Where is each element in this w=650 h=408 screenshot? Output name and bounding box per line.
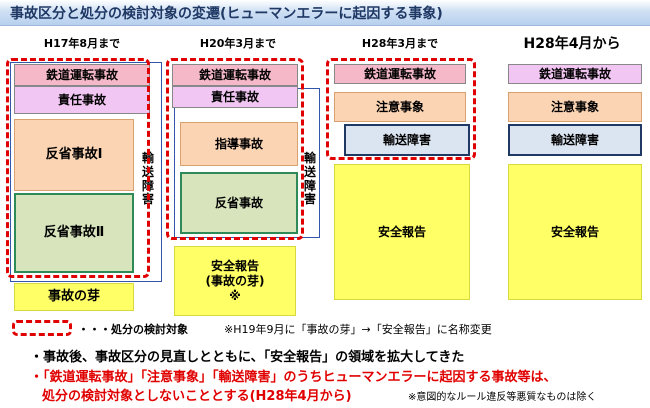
railway-accident-box-col2: 鉄道運転事故 bbox=[172, 64, 298, 86]
safety-report-box-col2: 安全報告 (事故の芽) ※ bbox=[174, 246, 296, 316]
rename-note: ※H19年9月に「事故の芽」→「安全報告」に名称変更 bbox=[224, 323, 492, 336]
vchar: 送 bbox=[303, 164, 316, 179]
legend-dashed-frame bbox=[12, 320, 72, 336]
bullet-no-disposal-line2: 処分の検討対象としないこととする(H28年4月から) bbox=[42, 389, 352, 404]
reflection-accident-2-box-col1: 反省事故Ⅱ bbox=[14, 193, 134, 273]
bullet-expand-safety-report: ・事故後、事故区分の見直しとともに、「安全報告」の領域を拡大してきた bbox=[30, 350, 465, 365]
bullet-no-disposal-line1: ・「鉄道運転事故」「注意事象」「輸送障害」のうちヒューマンエラーに起因する事故等… bbox=[30, 370, 557, 385]
railway-accident-box-col1: 鉄道運転事故 bbox=[14, 64, 150, 86]
responsibility-accident-box-col1: 責任事故 bbox=[14, 86, 150, 114]
vchar: 害 bbox=[303, 192, 316, 207]
safety-report-sublabel: (事故の芽) bbox=[205, 273, 265, 288]
caution-event-box-col3: 注意事象 bbox=[334, 92, 466, 122]
guidance-accident-box-col2: 指導事故 bbox=[180, 122, 298, 166]
safety-report-box-col4: 安全報告 bbox=[508, 164, 642, 300]
railway-accident-box-col3: 鉄道運転事故 bbox=[334, 64, 466, 84]
safety-report-label: 安全報告 bbox=[210, 258, 259, 273]
railway-accident-box-col4: 鉄道運転事故 bbox=[508, 64, 642, 84]
column-header-h20: H20年3月まで bbox=[199, 37, 277, 50]
column-header-h28-apr: H28年4月から bbox=[523, 36, 621, 52]
legend-text: ・・・処分の検討対象 bbox=[78, 323, 188, 336]
transport-trouble-vertical-label-col2: 輸 送 障 害 bbox=[303, 151, 317, 218]
vchar: 輸 bbox=[303, 151, 316, 165]
disposal-target-frame-col3 bbox=[326, 58, 476, 160]
transport-trouble-frame-col1 bbox=[10, 62, 162, 282]
title-bar bbox=[0, 0, 650, 26]
safety-report-mark: ※ bbox=[229, 288, 241, 303]
caution-event-box-col4: 注意事象 bbox=[508, 92, 642, 122]
exception-note: ※意図的なルール違反等悪質なものは除く bbox=[408, 392, 597, 403]
column-header-h17: H17年8月まで bbox=[43, 37, 121, 50]
disposal-target-frame-col2 bbox=[166, 58, 304, 240]
transport-trouble-box-col4: 輸送障害 bbox=[508, 124, 642, 156]
reflection-accident-box-col2: 反省事故 bbox=[180, 172, 298, 234]
vchar: 障 bbox=[303, 178, 316, 193]
column-header-h28-mar: H28年3月まで bbox=[361, 37, 439, 50]
transport-trouble-box-col3: 輸送障害 bbox=[344, 124, 470, 156]
page-title: 事故区分と処分の検討対象の変遷(ヒューマンエラーに起因する事象) bbox=[10, 6, 443, 22]
disposal-target-frame-col1 bbox=[6, 58, 150, 278]
accident-sprout-box-col1: 事故の芽 bbox=[14, 283, 134, 311]
safety-report-box-col3: 安全報告 bbox=[334, 164, 470, 300]
reflection-accident-1-box-col1: 反省事故Ⅰ bbox=[14, 119, 134, 191]
responsibility-accident-box-col2: 責任事故 bbox=[172, 86, 298, 108]
